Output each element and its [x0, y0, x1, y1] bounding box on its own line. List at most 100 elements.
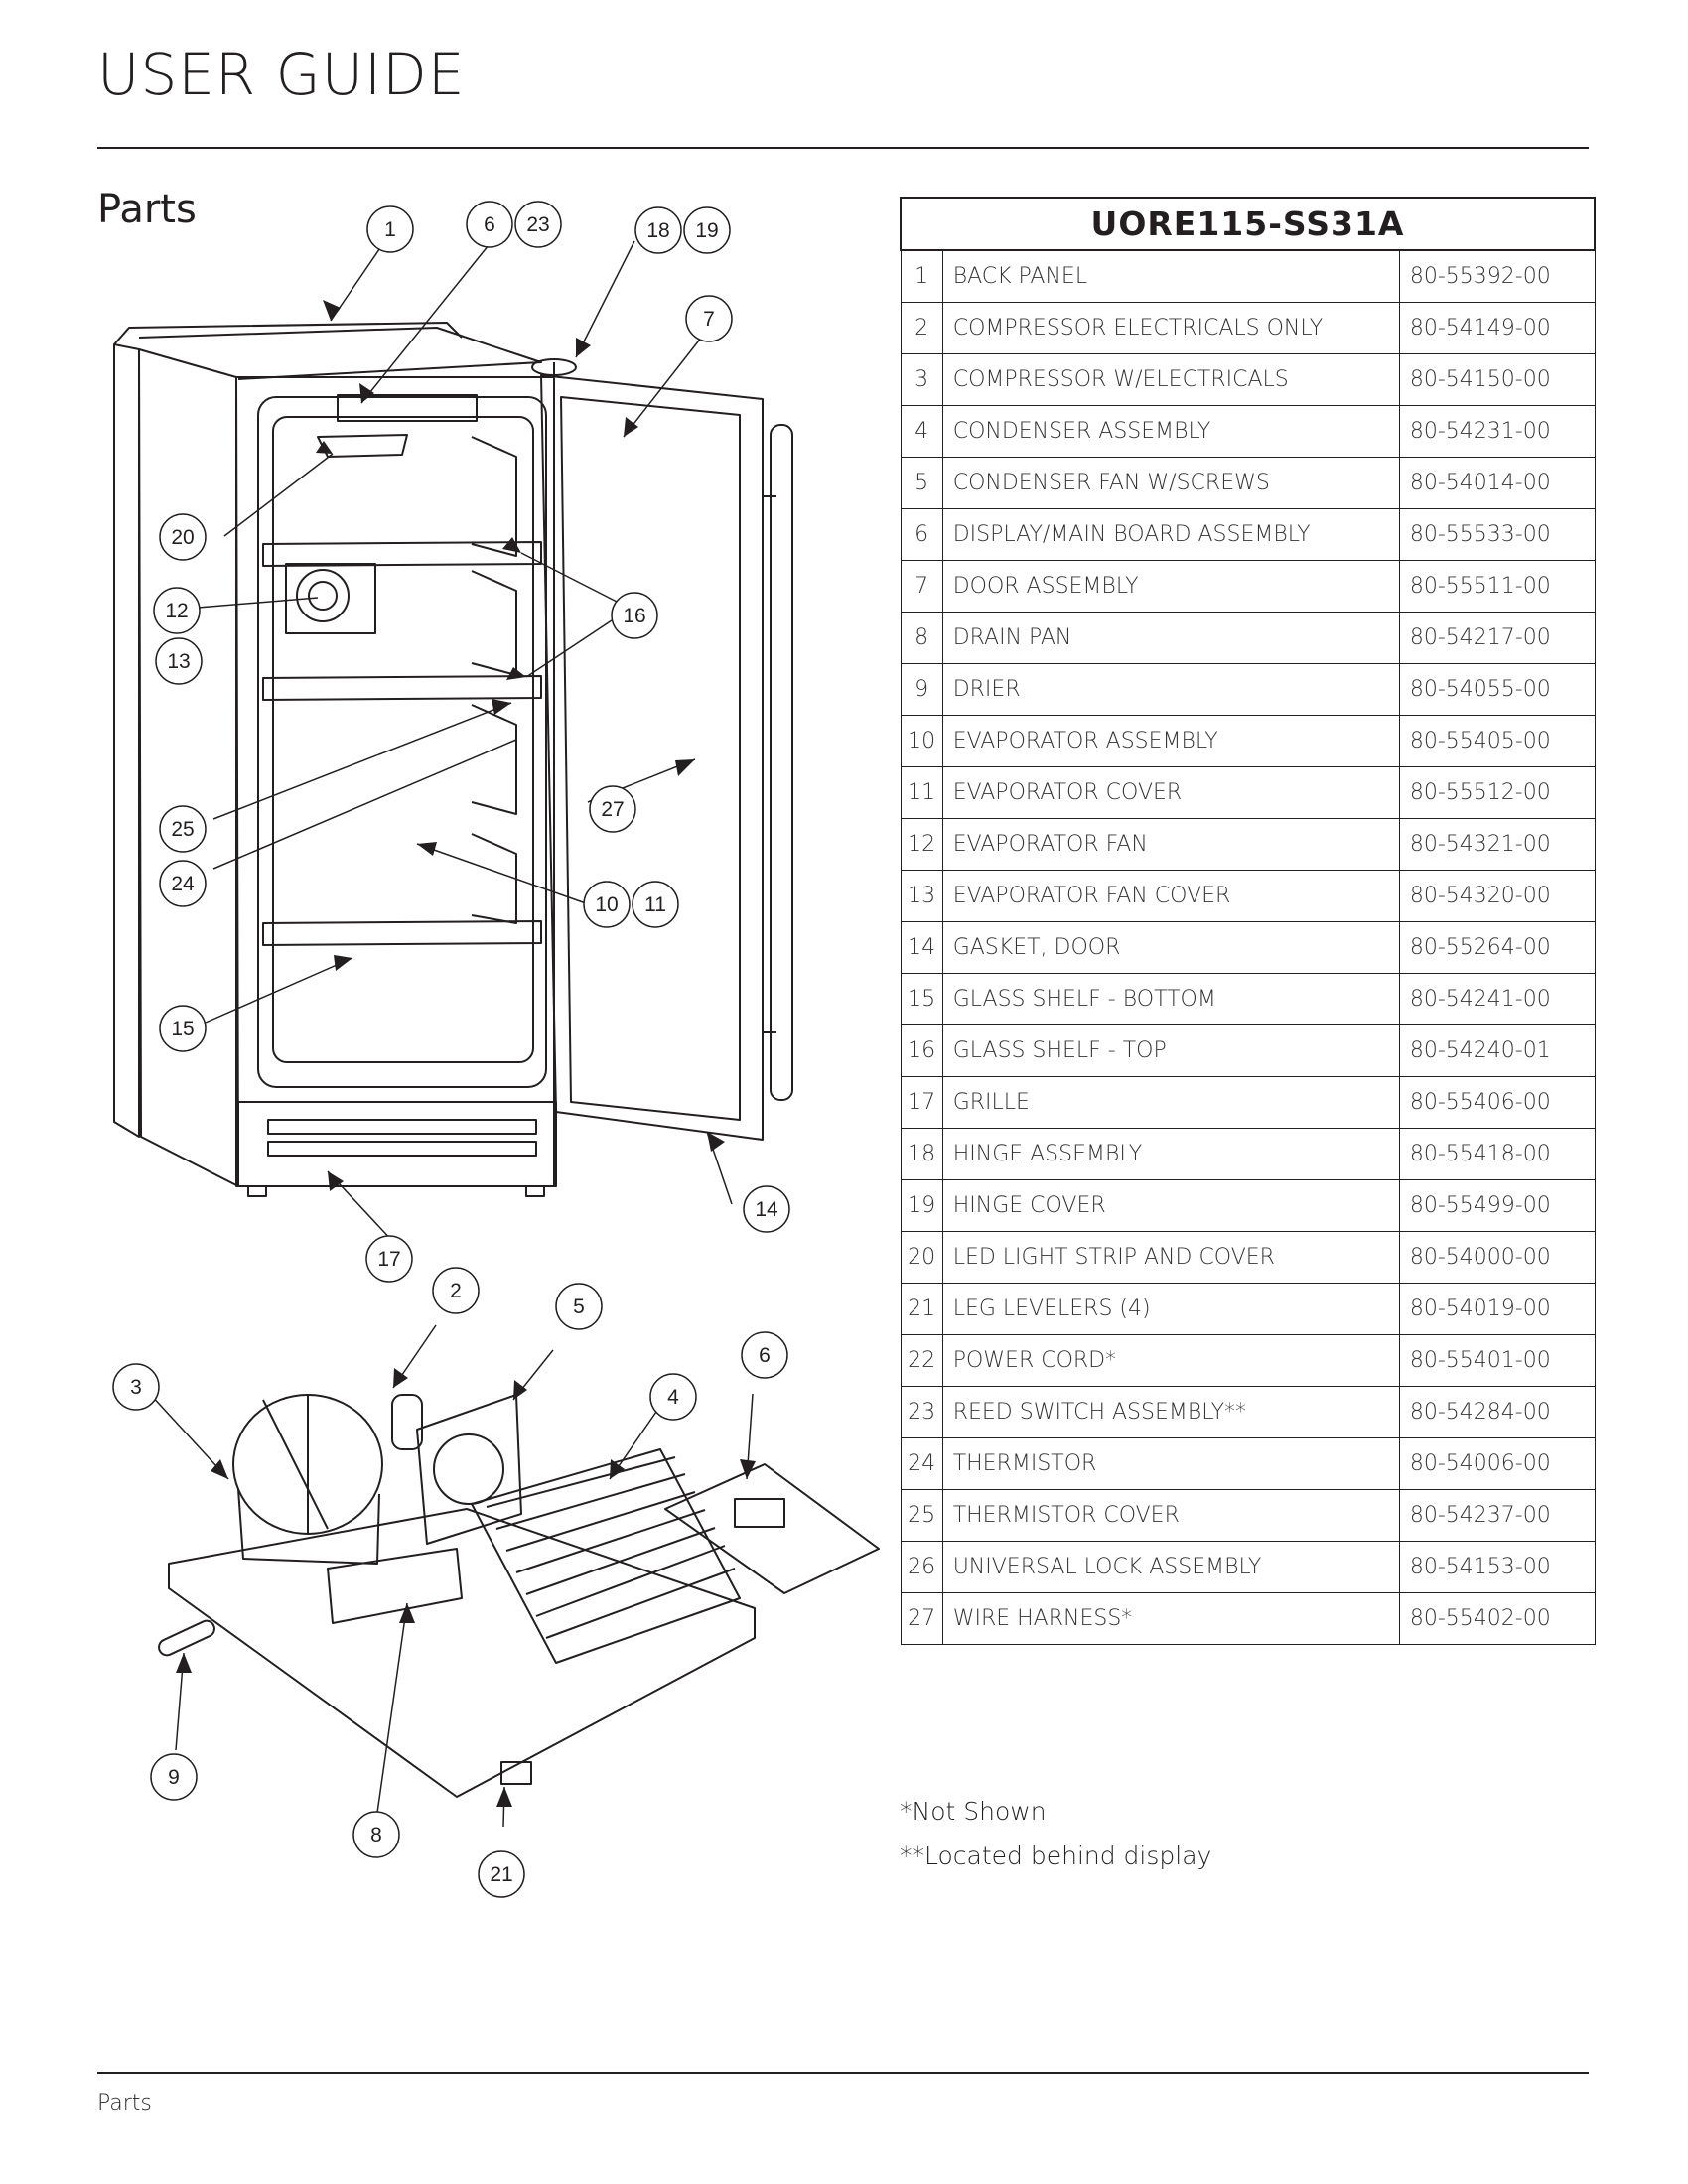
callout-16: 16	[623, 605, 645, 627]
part-number-index: 14	[900, 921, 943, 974]
part-number-index: 27	[900, 1592, 943, 1645]
callout-17: 17	[377, 1248, 400, 1271]
part-description: DRAIN PAN	[941, 612, 1400, 664]
part-number-index: 16	[900, 1024, 943, 1077]
model-number-header: UORE115-SS31A	[900, 197, 1596, 251]
part-number: 80-55533-00	[1398, 508, 1596, 561]
part-number-index: 11	[900, 766, 943, 819]
callout-25: 25	[171, 818, 194, 841]
part-description: THERMISTOR	[941, 1437, 1400, 1490]
part-number: 80-54055-00	[1398, 663, 1596, 716]
callout-8: 8	[370, 1824, 382, 1846]
part-number: 80-54014-00	[1398, 457, 1596, 509]
callout-10: 10	[595, 893, 618, 916]
callout-27: 27	[601, 798, 624, 821]
callout-21: 21	[490, 1863, 512, 1886]
part-number: 80-55406-00	[1398, 1076, 1596, 1129]
part-number-index: 7	[900, 560, 943, 613]
part-number-index: 6	[900, 508, 943, 561]
part-number-index: 24	[900, 1437, 943, 1490]
part-number-index: 17	[900, 1076, 943, 1129]
part-number-index: 1	[900, 249, 943, 303]
part-number-index: 23	[900, 1386, 943, 1438]
callout-11: 11	[644, 893, 666, 916]
parts-diagram: 1 6 23 18 19 7 20 12 13 16 27 25 24 10 1…	[112, 201, 880, 1898]
part-description: CONDENSER ASSEMBLY	[941, 405, 1400, 458]
part-description: GASKET, DOOR	[941, 921, 1400, 974]
part-number: 80-54153-00	[1398, 1541, 1596, 1593]
callout-5: 5	[573, 1296, 585, 1318]
part-description: LEG LEVELERS (4)	[941, 1283, 1400, 1335]
callout-2: 2	[450, 1280, 462, 1302]
part-number: 80-54217-00	[1398, 612, 1596, 664]
part-number: 80-55499-00	[1398, 1179, 1596, 1232]
part-number-index: 3	[900, 353, 943, 406]
part-number-index: 10	[900, 715, 943, 767]
part-number: 80-55402-00	[1398, 1592, 1596, 1645]
part-description: GRILLE	[941, 1076, 1400, 1129]
part-description: EVAPORATOR FAN COVER	[941, 870, 1400, 922]
part-description: UNIVERSAL LOCK ASSEMBLY	[941, 1541, 1400, 1593]
note-not-shown: *Not Shown	[900, 1797, 1047, 1826]
note-behind-display: **Located behind display	[900, 1842, 1212, 1870]
part-number-index: 20	[900, 1231, 943, 1284]
header-divider	[97, 147, 1589, 149]
part-description: DOOR ASSEMBLY	[941, 560, 1400, 613]
part-number-index: 22	[900, 1334, 943, 1387]
part-description: EVAPORATOR COVER	[941, 766, 1400, 819]
part-number: 80-54231-00	[1398, 405, 1596, 458]
page-title: USER GUIDE	[97, 41, 466, 108]
part-description: EVAPORATOR ASSEMBLY	[941, 715, 1400, 767]
callout-1: 1	[384, 218, 396, 241]
part-number: 80-55264-00	[1398, 921, 1596, 974]
section-heading: Parts	[97, 187, 197, 232]
part-number-index: 21	[900, 1283, 943, 1335]
footer-section-label: Parts	[97, 2091, 152, 2116]
part-description: HINGE ASSEMBLY	[941, 1128, 1400, 1180]
part-number-index: 26	[900, 1541, 943, 1593]
part-number: 80-55511-00	[1398, 560, 1596, 613]
part-description: CONDENSER FAN W/SCREWS	[941, 457, 1400, 509]
part-description: EVAPORATOR FAN	[941, 818, 1400, 871]
part-number: 80-54006-00	[1398, 1437, 1596, 1490]
part-number: 80-55418-00	[1398, 1128, 1596, 1180]
part-number: 80-54241-00	[1398, 973, 1596, 1025]
footer-divider	[97, 2072, 1589, 2074]
part-number: 80-54240-01	[1398, 1024, 1596, 1077]
part-number: 80-54320-00	[1398, 870, 1596, 922]
callout-24: 24	[171, 873, 195, 895]
part-description: HINGE COVER	[941, 1179, 1400, 1232]
part-description: WIRE HARNESS*	[941, 1592, 1400, 1645]
part-description: GLASS SHELF - TOP	[941, 1024, 1400, 1077]
part-number: 80-55401-00	[1398, 1334, 1596, 1387]
part-number: 80-55392-00	[1398, 249, 1596, 303]
callout-20: 20	[171, 526, 194, 549]
callout-6-board: 6	[759, 1344, 771, 1367]
part-number-index: 25	[900, 1489, 943, 1542]
part-number-index: 4	[900, 405, 943, 458]
part-number-index: 13	[900, 870, 943, 922]
callout-13: 13	[167, 650, 190, 673]
callout-7: 7	[703, 308, 715, 331]
part-description: DISPLAY/MAIN BOARD ASSEMBLY	[941, 508, 1400, 561]
